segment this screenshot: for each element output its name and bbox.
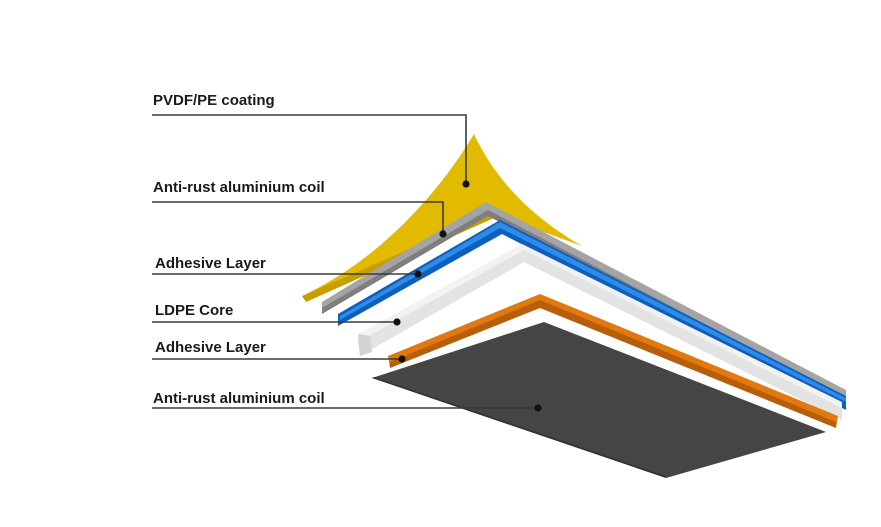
leader-line-pvdf — [152, 114, 467, 184]
label-top-adhesive-layer: Adhesive Layer — [155, 255, 266, 272]
pvdf-coating-layer — [302, 134, 582, 296]
label-ldpe-core: LDPE Core — [155, 302, 233, 319]
pointer-dot-bottom-adhesive — [398, 355, 406, 363]
pointer-dot-pvdf — [462, 180, 470, 188]
pointer-dot-top-adhesive — [414, 270, 422, 278]
leader-line-top-coil — [152, 201, 444, 234]
ldpe-core-side — [358, 334, 372, 356]
label-bottom-adhesive-layer: Adhesive Layer — [155, 339, 266, 356]
label-pvdf-coating: PVDF/PE coating — [153, 92, 275, 109]
pointer-dot-core — [393, 318, 401, 326]
label-bottom-aluminium-coil: Anti-rust aluminium coil — [153, 390, 325, 407]
label-top-aluminium-coil: Anti-rust aluminium coil — [153, 179, 325, 196]
bottom-coil-layer — [372, 322, 826, 478]
bottom-coil-edge — [372, 377, 666, 478]
pointer-dot-top-coil — [439, 230, 447, 238]
pointer-dot-bottom-coil — [534, 404, 542, 412]
